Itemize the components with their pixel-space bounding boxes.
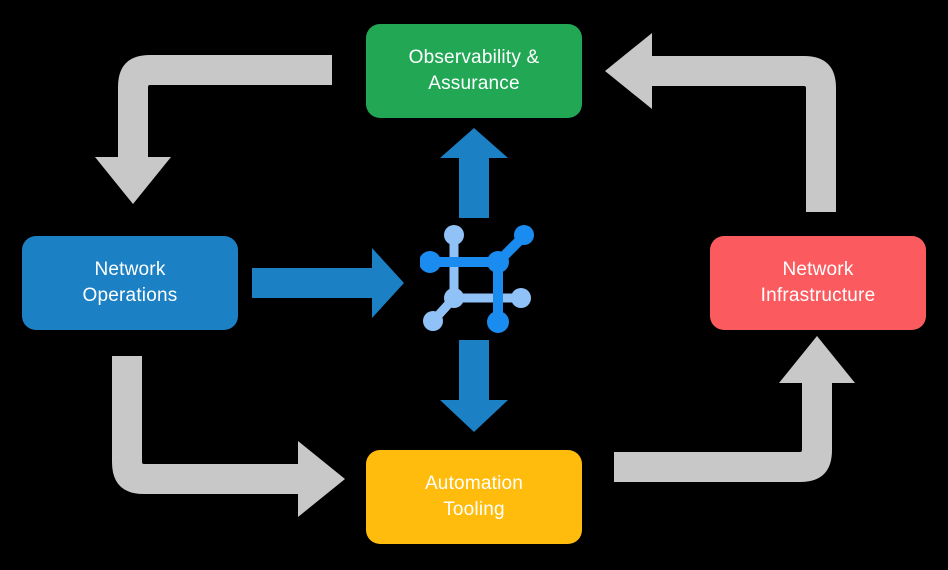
network-topology-svg: [420, 225, 534, 333]
node-infrastructure-label: Network Infrastructure: [760, 259, 876, 306]
arrow-operations-to-automation: [112, 356, 345, 517]
network-topology-icon: [420, 218, 540, 338]
node-operations-label: Network Operations: [82, 259, 178, 306]
arrow-infrastructure-to-observability: [605, 33, 836, 212]
arrow-center-to-automation: [440, 340, 508, 432]
arrow-operations-to-center: [252, 248, 404, 318]
node-observability-assurance[interactable]: Observability & Assurance: [366, 24, 582, 118]
node-automation-tooling[interactable]: Automation Tooling: [366, 450, 582, 544]
network-nodes-secondary: [423, 225, 531, 331]
arrow-automation-to-infrastructure: [614, 336, 855, 482]
network-nodes-primary: [420, 225, 534, 333]
node-observability-label: Observability & Assurance: [408, 47, 540, 94]
arrow-center-to-observability: [440, 128, 508, 218]
node-network-infrastructure[interactable]: Network Infrastructure: [710, 236, 926, 330]
arrow-observability-to-operations: [95, 55, 332, 204]
node-network-operations[interactable]: Network Operations: [22, 236, 238, 330]
node-automation-label: Automation Tooling: [424, 473, 524, 520]
